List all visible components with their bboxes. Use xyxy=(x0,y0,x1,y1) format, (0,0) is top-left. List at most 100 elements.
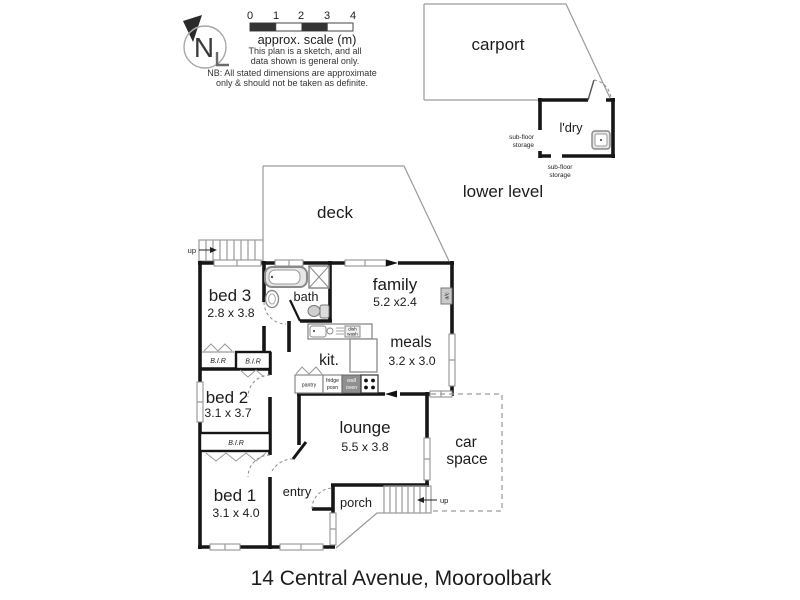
room-label-porch: porch xyxy=(340,495,372,510)
compass-letter: N xyxy=(194,32,214,63)
room-label-bed2: bed 2 xyxy=(206,388,249,407)
wall-oven-label-line1: wall xyxy=(347,378,356,384)
shower-icon xyxy=(308,265,330,289)
bathtub-icon xyxy=(264,266,308,288)
room-label-car-space-line1: car xyxy=(455,434,477,451)
ac-box xyxy=(440,287,453,305)
subfloor-storage-left-line2: storage xyxy=(513,142,535,149)
bath-door-leaf xyxy=(289,299,301,322)
room-dims-meals: 3.2 x 3.0 xyxy=(388,354,435,368)
up-label-porch: up xyxy=(440,496,448,505)
room-label-car-space-line2: space xyxy=(446,451,487,468)
room-label-kitchen: kit. xyxy=(319,352,339,369)
bathroom-fixtures xyxy=(264,265,330,319)
room-label-lounge: lounge xyxy=(339,418,390,437)
laundry-door-arc xyxy=(593,79,612,100)
carport-outline xyxy=(423,3,612,101)
dishwasher-icon: dish wash xyxy=(344,325,361,338)
pantry-shelf-marks xyxy=(295,366,323,375)
room-label-meals: meals xyxy=(390,334,432,351)
porch-area: up xyxy=(335,393,503,549)
dishwasher-label-line2: wash xyxy=(347,332,358,337)
room-dims-family: 5.2 x2.4 xyxy=(373,295,417,309)
room-label-deck: deck xyxy=(317,203,353,222)
subfloor-storage-bottom-line2: storage xyxy=(549,172,571,179)
bir-mid-label: B.I.R xyxy=(245,359,261,366)
bed3-door-arc xyxy=(263,301,287,325)
deck-outline xyxy=(262,165,450,262)
fridge-label-line1: fridge xyxy=(326,378,339,384)
scale-tick-4: 4 xyxy=(350,10,356,22)
wall-oven-label-line2: oven xyxy=(346,385,357,391)
porch-outline xyxy=(335,512,384,549)
air-conditioner: a/c xyxy=(440,287,453,305)
scale-tick-1: 1 xyxy=(273,10,279,22)
laundry-walls xyxy=(538,98,615,158)
scale-tick-2: 2 xyxy=(298,10,304,22)
wall-bath xyxy=(287,261,332,352)
up-arrow-deck-icon xyxy=(199,247,217,253)
room-labels: bed 3 2.8 x 3.8 bath family 5.2 x2.4 mea… xyxy=(204,275,487,520)
house-walls xyxy=(198,261,454,549)
bir-lower-label: B.I.R xyxy=(228,440,244,447)
scale-tick-3: 3 xyxy=(324,10,330,22)
north-compass: N xyxy=(183,15,229,69)
subfloor-storage-bottom-line1: sub-floor xyxy=(548,164,574,171)
lower-level-heading: lower level xyxy=(463,182,543,201)
bir-lower-rail-marks xyxy=(205,452,267,462)
toilet-icon xyxy=(307,304,330,319)
disclaimer-line-2: data shown is general only. xyxy=(251,56,359,66)
basin-icon xyxy=(264,289,280,309)
kitchen-fixtures: dish wash pantry fridge posn wall oven xyxy=(294,323,379,394)
room-dims-bed3: 2.8 x 3.8 xyxy=(207,306,254,320)
slider-arrow-family-icon xyxy=(386,259,398,267)
room-label-family: family xyxy=(373,275,418,294)
fridge-label-line2: posn xyxy=(327,385,338,391)
bir-mid-box xyxy=(234,350,272,371)
scale-tick-0: 0 xyxy=(247,10,253,22)
bed1-door-arc xyxy=(247,454,271,478)
subfloor-storage-left-line1: sub-floor xyxy=(509,134,535,141)
up-arrow-porch-icon xyxy=(417,497,437,503)
bir-mid-rail-marks xyxy=(239,369,265,378)
room-label-entry: entry xyxy=(283,484,312,499)
lounge-door-leaf xyxy=(291,441,308,460)
bir-lower-box xyxy=(198,431,272,453)
room-dims-bed1: 3.1 x 4.0 xyxy=(212,506,259,520)
room-dims-lounge: 5.5 x 3.8 xyxy=(341,440,388,454)
scale-caption: approx. scale (m) xyxy=(258,32,357,47)
room-label-laundry: l'dry xyxy=(559,120,583,135)
car-space-outline xyxy=(431,393,503,512)
scale-bar: 0 1 2 3 4 approx. scale (m) This plan is… xyxy=(207,10,377,88)
up-label-deck: up xyxy=(188,246,196,255)
ac-label: a/c xyxy=(445,292,451,299)
kitchen-sink-icon xyxy=(309,325,344,338)
front-door-arc xyxy=(311,487,334,510)
slider-arrow-meals-icon xyxy=(385,390,397,398)
north-arrow-icon xyxy=(183,15,202,42)
door-arcs xyxy=(247,301,334,510)
room-label-bed1: bed 1 xyxy=(214,486,257,505)
bir-left-rail-marks xyxy=(203,343,233,352)
kitchen-bench-island xyxy=(349,338,378,373)
compass-bracket-icon xyxy=(215,52,229,67)
built-in-robes: B.I.R B.I.R B.I.R xyxy=(198,343,272,462)
disclaimer-line-1: This plan is a sketch, and all xyxy=(248,46,361,56)
deck-area: deck up xyxy=(188,165,450,262)
page-title: 14 Central Avenue, Mooroolbark xyxy=(251,567,552,590)
room-dims-bed2: 3.1 x 3.7 xyxy=(204,406,251,420)
room-label-carport: carport xyxy=(472,35,525,54)
cooktop-icon xyxy=(360,374,379,394)
disclaimer-line-4: only & should not be taken as definite. xyxy=(216,78,368,88)
room-label-bath: bath xyxy=(294,289,319,304)
compass-circle xyxy=(183,25,227,69)
pantry-label: pantry xyxy=(302,383,317,389)
bir-left-label: B.I.R xyxy=(210,358,226,365)
laundry-trough-icon xyxy=(591,130,611,150)
room-label-bed3: bed 3 xyxy=(209,286,252,305)
disclaimer-line-3: NB: All stated dimensions are approximat… xyxy=(207,68,377,78)
scale-bar-segment-dark-2 xyxy=(301,23,328,31)
dishwasher-label-line1: dish xyxy=(348,327,357,332)
